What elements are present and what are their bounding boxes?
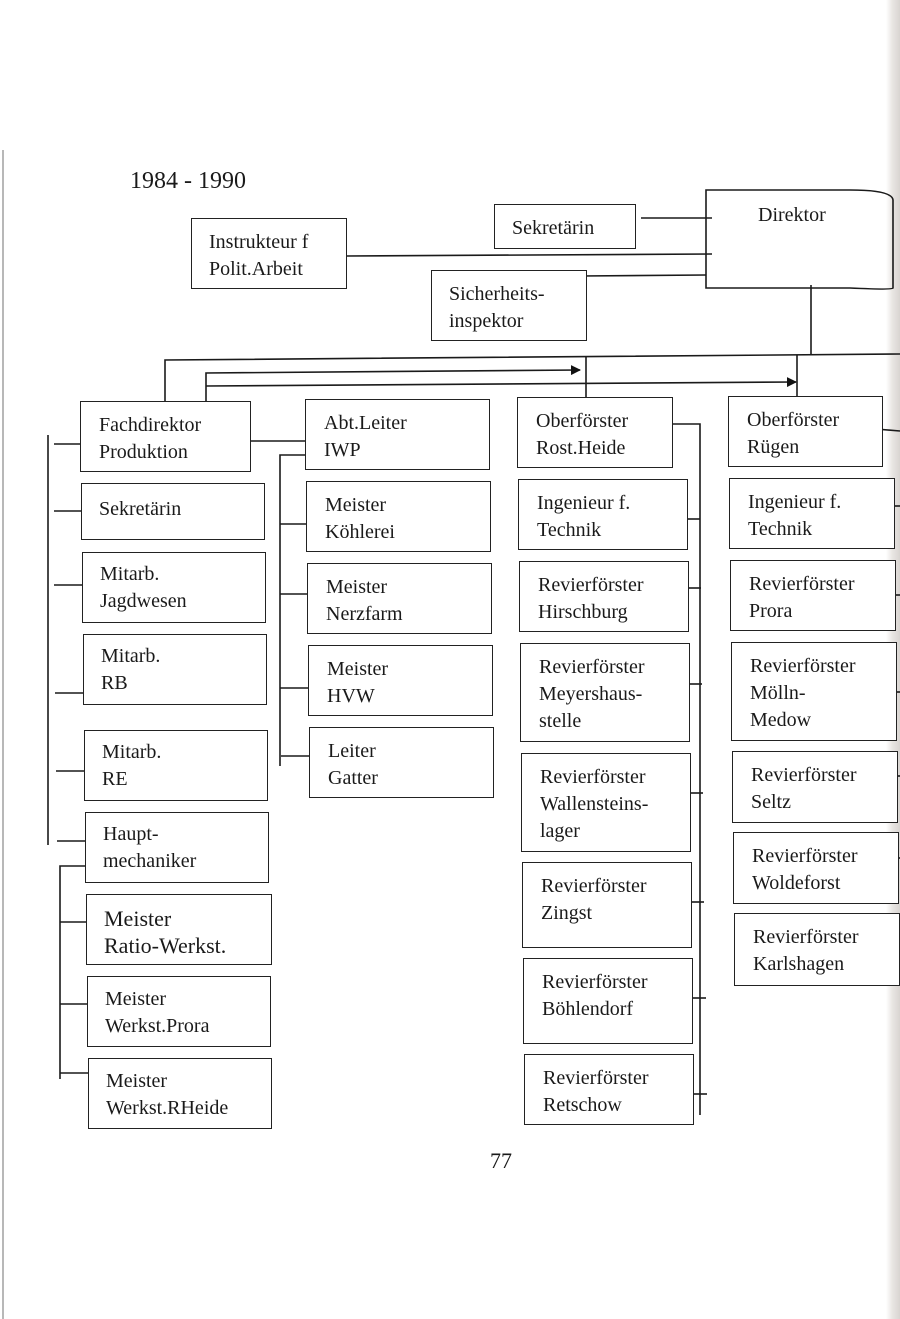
line-arrow-ruegen: [205, 377, 797, 388]
box-direktor: Direktor: [758, 204, 826, 226]
box-oberfoerster-rostheide: Oberförster Rost.Heide: [517, 397, 673, 468]
box-col4-item: Revierförster Woldeforst: [733, 832, 899, 904]
box-sekretaerin-direktor: Sekretärin: [494, 204, 636, 249]
box-col4-item: Ingenieur f. Technik: [729, 478, 895, 549]
box-col2-item: Meister HVW: [308, 645, 493, 716]
box-col1-item: Mitarb. RB: [83, 634, 267, 705]
box-col3-item: Revierförster Böhlendorf: [523, 958, 693, 1044]
box-instrukteur: Instrukteur f Polit.Arbeit: [191, 218, 347, 289]
line-sicherheit-direktor: [579, 274, 707, 277]
period-title: 1984 - 1990: [130, 168, 246, 194]
box-col1-item: Mitarb. Jagdwesen: [82, 552, 266, 623]
box-col2-item: Meister Nerzfarm: [307, 563, 492, 634]
box-col2-item: Meister Köhlerei: [306, 481, 491, 552]
page-number: 77: [490, 1148, 512, 1173]
box-col1-sub-item: Meister Werkst.RHeide: [88, 1058, 272, 1129]
page-edge-left: [2, 150, 4, 1319]
box-col3-item: Ingenieur f. Technik: [518, 479, 688, 550]
box-col1-item: Sekretärin: [81, 483, 265, 540]
box-fachdirektor-produktion: Fachdirektor Produktion: [80, 401, 251, 472]
box-col3-item: Revierförster Wallensteins- lager: [521, 753, 691, 852]
col1-sub-trunk: [59, 865, 86, 1079]
box-col3-item: Revierförster Hirschburg: [519, 561, 689, 632]
box-col4-item: Revierförster Prora: [730, 560, 896, 631]
col3-trunk: [672, 423, 701, 1115]
box-col1-item: Mitarb. RE: [84, 730, 268, 801]
box-col1-sub-item: Meister Ratio-Werkst.: [86, 894, 272, 965]
box-col4-item: Revierförster Karlshagen: [734, 913, 900, 986]
box-oberfoerster-ruegen: Oberförster Rügen: [728, 396, 883, 467]
direktor-box-outline: [705, 189, 894, 290]
line-instrukteur-direktor: [345, 253, 713, 257]
box-col4-item: Revierförster Seltz: [732, 751, 898, 823]
line-main-bus: [164, 353, 900, 402]
box-col3-item: Revierförster Zingst: [522, 862, 692, 948]
col2-trunk: [279, 454, 305, 766]
box-col3-item: Revierförster Meyershaus- stelle: [520, 643, 690, 742]
box-col4-item: Revierförster Mölln- Medow: [731, 642, 897, 741]
box-col2-item: Leiter Gatter: [309, 727, 494, 798]
box-hauptmechaniker: Haupt- mechaniker: [85, 812, 269, 883]
box-sicherheitsinspektor: Sicherheits- inspektor: [431, 270, 587, 341]
box-col1-sub-item: Meister Werkst.Prora: [87, 976, 271, 1047]
box-col3-item: Revierförster Retschow: [524, 1054, 694, 1125]
box-abtleiter-iwp: Abt.Leiter IWP: [305, 399, 490, 470]
line-arrow-rostheide: [205, 365, 581, 402]
